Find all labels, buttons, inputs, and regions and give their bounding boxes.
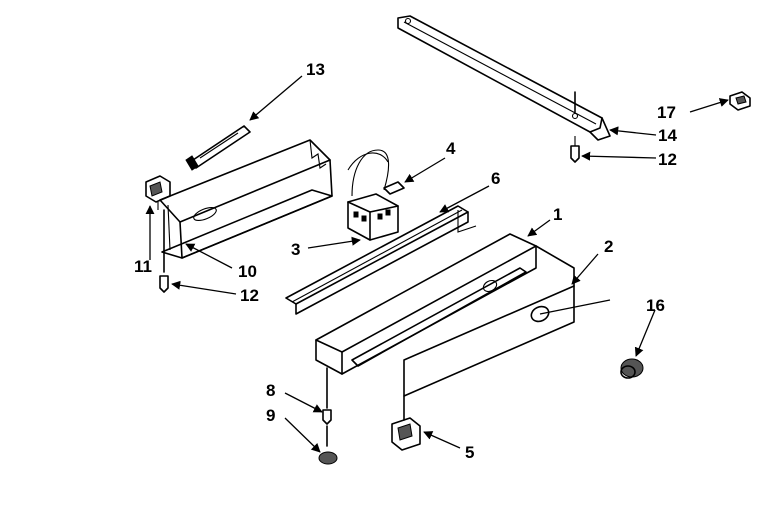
- callout-3: 3: [291, 240, 300, 259]
- callout-12-left: 12: [240, 286, 259, 305]
- callout-4: 4: [446, 139, 456, 158]
- clip-part-5: [391, 417, 421, 451]
- latch-part-11: [145, 175, 171, 210]
- callout-2: 2: [604, 237, 613, 256]
- callout-16: 16: [646, 296, 665, 315]
- callout-5: 5: [465, 443, 474, 462]
- screw-part-8: [322, 367, 332, 425]
- bracket-part-10: [159, 139, 333, 259]
- screw-part-12-right: [570, 91, 580, 163]
- screw-part-4: [383, 181, 405, 195]
- housing-part-1: [315, 210, 537, 375]
- callout-14: 14: [658, 126, 677, 145]
- leader-lines: [145, 75, 729, 453]
- callout-1: 1: [553, 205, 562, 224]
- callout-8: 8: [266, 381, 275, 400]
- callout-9: 9: [266, 406, 275, 425]
- callout-17: 17: [657, 103, 676, 122]
- callout-10: 10: [238, 262, 257, 281]
- clip-part-17: [729, 91, 751, 111]
- switch-part-3: [347, 149, 399, 241]
- actuator-part-13: [185, 125, 251, 171]
- rail-part-14: [397, 15, 611, 141]
- foot-part-9: [318, 425, 338, 465]
- screw-part-12-left: [159, 209, 169, 293]
- callout-12-right: 12: [658, 150, 677, 169]
- callout-labels: 13 4 6 1 3 2 16 10 11 12 8 9 5 17 14 12: [134, 60, 677, 462]
- callout-6: 6: [491, 169, 500, 188]
- callout-11: 11: [134, 257, 152, 276]
- callout-13: 13: [306, 60, 325, 79]
- knob-part-16: [620, 358, 644, 379]
- rail-part-6: [285, 205, 469, 315]
